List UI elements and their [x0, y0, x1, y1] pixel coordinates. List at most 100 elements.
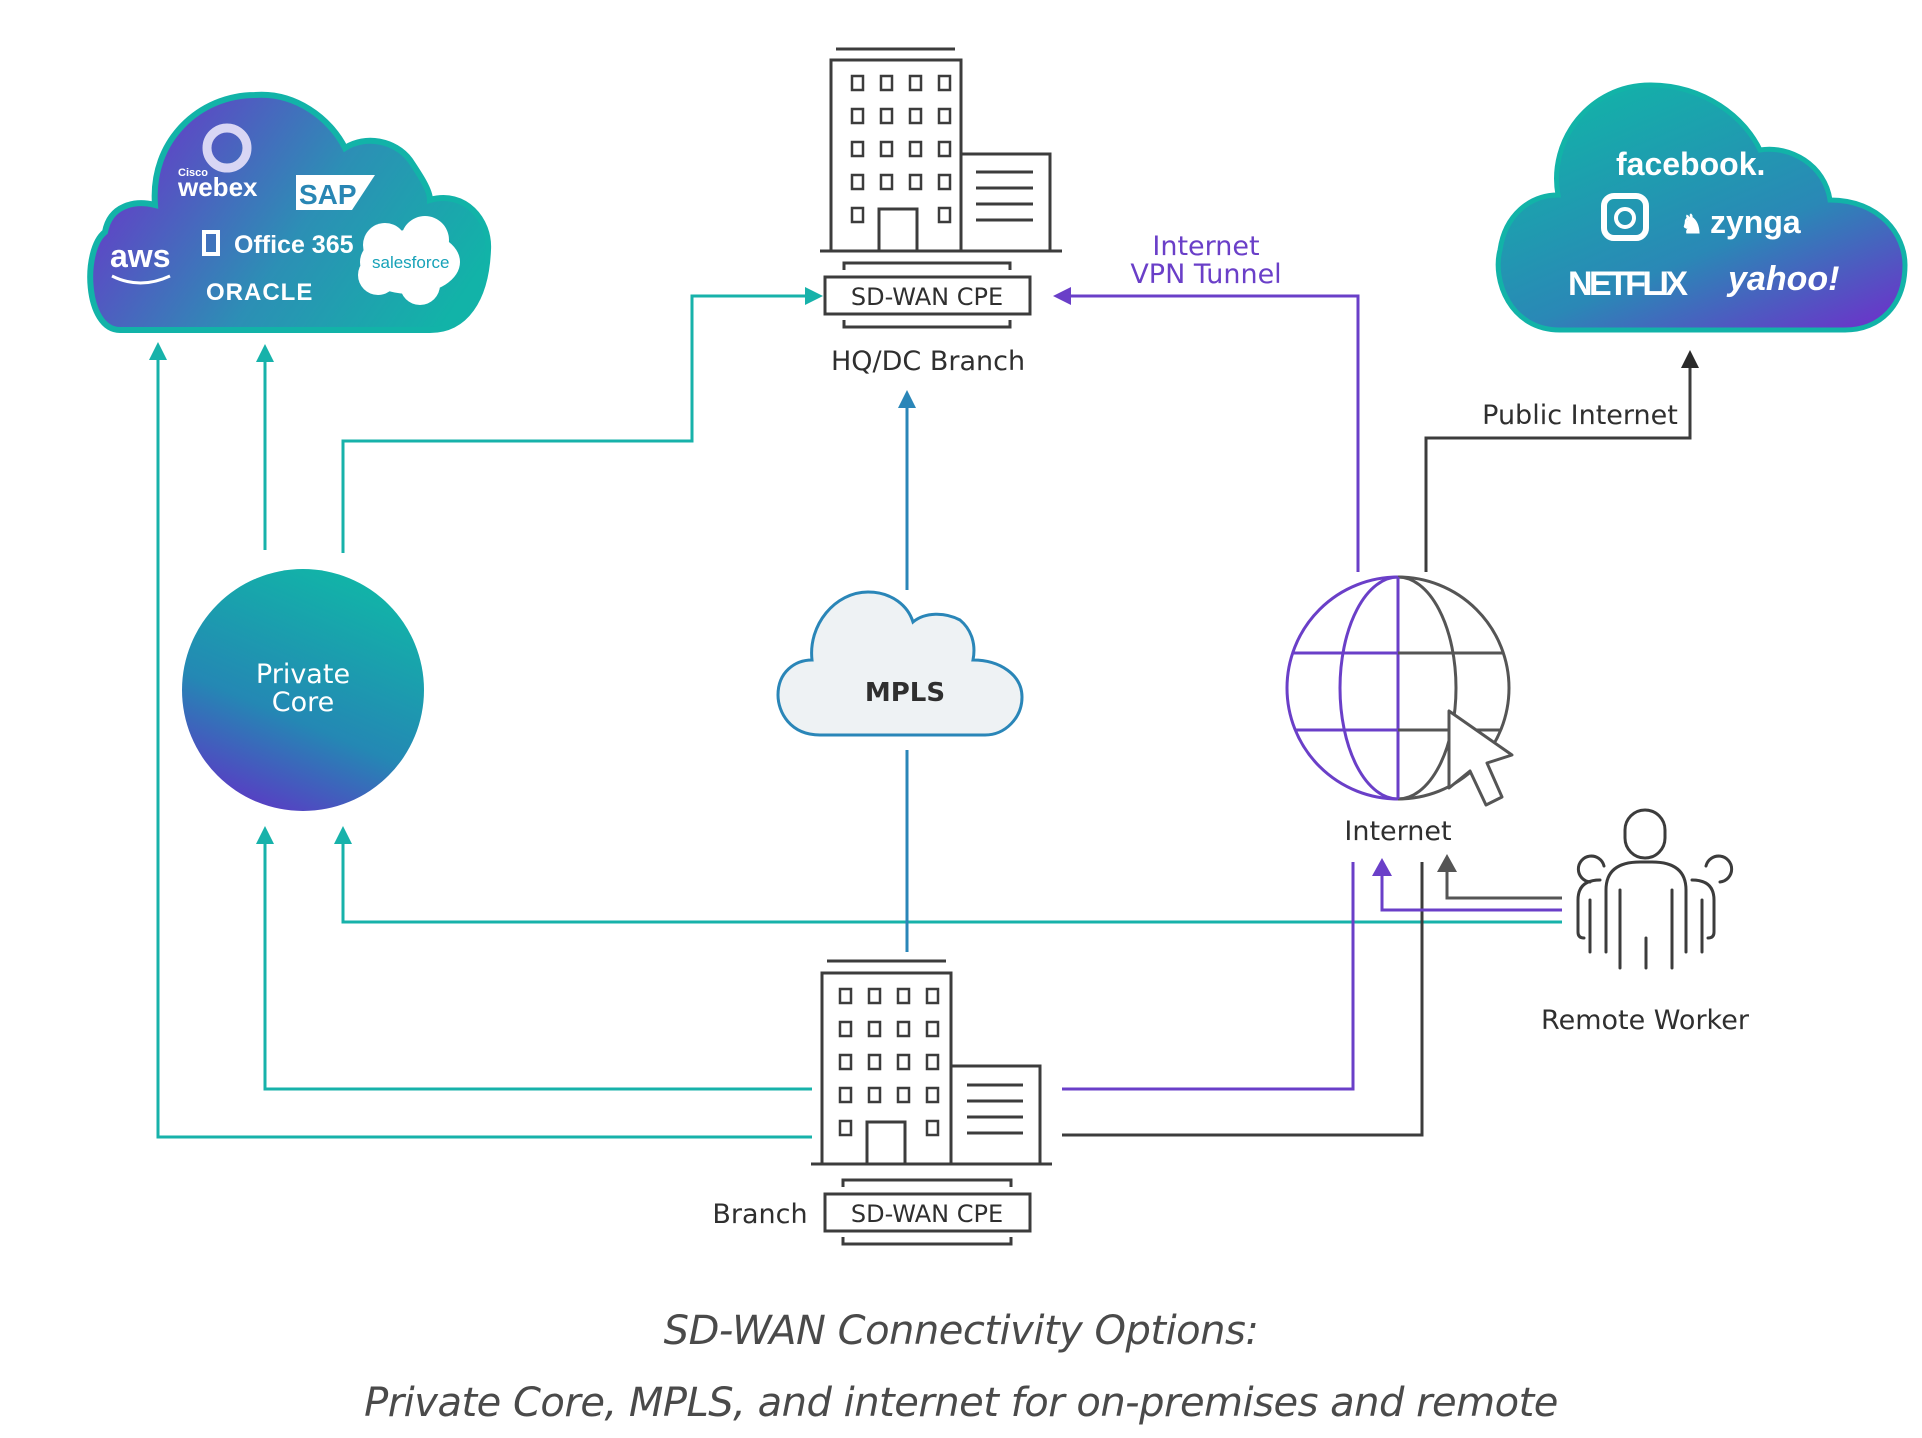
webex-small-label: Cisco — [178, 167, 208, 179]
window-icon — [879, 74, 894, 92]
hq-cpe-box — [823, 275, 1032, 316]
window-icon — [838, 1053, 853, 1071]
salesforce-label: salesforce — [372, 253, 449, 272]
arrow-up-core-left — [256, 826, 274, 844]
office365-icon — [202, 230, 220, 256]
branch-cpe: SD-WAN CPE — [823, 1178, 1032, 1246]
link-private-core-hq — [341, 294, 805, 553]
arrow-right-hq-teal — [805, 287, 823, 305]
window-icon — [850, 206, 865, 224]
window-icon — [896, 1053, 911, 1071]
saas-cloud: Cisco webex SAP aws Office 365 ORACLE sa… — [87, 91, 492, 333]
link-remote-private-core — [341, 844, 1562, 924]
link-branch-internet-public — [1062, 862, 1424, 1137]
link-internet-hq-vpn — [1070, 294, 1360, 572]
window-icon — [925, 1086, 940, 1104]
window-icon — [908, 173, 923, 191]
private-core-label-1: Private — [256, 659, 350, 690]
window-icon — [850, 107, 865, 125]
zynga-dog-icon: ♞ — [1680, 209, 1703, 239]
webex-logo: webex — [177, 172, 258, 202]
branch-cpe-label: SD-WAN CPE — [851, 1200, 1003, 1228]
window-icon — [879, 173, 894, 191]
window-icon — [867, 987, 882, 1005]
instagram-icon — [1601, 193, 1649, 241]
window-icon — [850, 173, 865, 191]
remote-worker-label: Remote Worker — [1541, 1005, 1750, 1036]
window-icon — [867, 1086, 882, 1104]
arrow-up-saas-left — [149, 342, 167, 360]
window-icon — [937, 74, 952, 92]
window-icon — [937, 107, 952, 125]
link-internet-public — [1424, 362, 1692, 572]
window-icon — [937, 173, 952, 191]
sap-logo: SAP — [299, 179, 357, 210]
cursor-icon — [1447, 709, 1514, 807]
office365-logo: Office 365 — [234, 231, 354, 259]
window-icon — [850, 74, 865, 92]
hq-cpe: SD-WAN CPE — [823, 261, 1032, 329]
window-icon — [879, 107, 894, 125]
mpls-cloud — [776, 590, 1024, 737]
aws-smile-icon — [111, 274, 171, 285]
hq-windows — [850, 74, 952, 224]
webex-logo-icon — [202, 123, 252, 173]
link-branch-private-core — [263, 844, 812, 1091]
caption-line-2: Private Core, MPLS, and internet for on-… — [364, 1380, 1558, 1426]
window-icon — [937, 206, 952, 224]
hq-branch-label: HQ/DC Branch — [831, 346, 1025, 377]
private-core-node — [182, 569, 424, 811]
branch-cpe-box — [823, 1192, 1032, 1233]
internet-apps-cloud: facebook. ♞ zynga NETFLIX yahoo! — [1495, 82, 1908, 333]
arrowheads — [149, 287, 1699, 876]
branch-building-icon — [811, 959, 1052, 1166]
salesforce-logo: salesforce — [358, 216, 460, 305]
vpn-tunnel-label-2: VPN Tunnel — [1130, 259, 1281, 290]
window-icon — [908, 74, 923, 92]
window-icon — [838, 1119, 853, 1137]
arrow-up-internet-public — [1437, 854, 1457, 872]
branch-label: Branch — [712, 1199, 807, 1230]
hq-building-icon — [820, 47, 1062, 253]
window-icon — [879, 140, 894, 158]
link-branch-saas-outer — [156, 360, 812, 1139]
window-icon — [838, 1086, 853, 1104]
yahoo-logo: yahoo! — [1726, 260, 1839, 298]
window-icon — [867, 1020, 882, 1038]
internet-cloud-shape — [1495, 82, 1908, 333]
instagram-lens-icon — [1614, 207, 1636, 229]
aws-logo: aws — [110, 238, 170, 274]
zynga-logo: zynga — [1710, 204, 1801, 240]
window-icon — [937, 140, 952, 158]
arrow-up-saas-right — [256, 344, 274, 362]
facebook-logo: facebook. — [1616, 146, 1765, 182]
internet-label: Internet — [1344, 816, 1451, 847]
window-icon — [850, 140, 865, 158]
window-icon — [925, 1053, 940, 1071]
oracle-logo: ORACLE — [206, 279, 313, 306]
public-internet-label: Public Internet — [1482, 400, 1678, 431]
window-icon — [925, 1119, 940, 1137]
link-branch-internet-vpn — [1062, 862, 1355, 1091]
branch-windows — [838, 987, 940, 1137]
link-remote-internet-public — [1445, 872, 1562, 900]
hq-cpe-label: SD-WAN CPE — [851, 283, 1003, 311]
netflix-logo: NETFLIX — [1568, 265, 1688, 303]
window-icon — [896, 1020, 911, 1038]
window-icon — [838, 1020, 853, 1038]
mpls-label: MPLS — [865, 678, 945, 708]
private-core-label-2: Core — [272, 687, 335, 718]
arrow-up-internet-vpn — [1372, 858, 1392, 876]
remote-worker-icon — [1576, 808, 1734, 970]
vpn-tunnel-label-1: Internet — [1152, 231, 1259, 262]
arrow-up-core-right — [334, 826, 352, 844]
window-icon — [896, 1086, 911, 1104]
arrow-left-hq-vpn — [1053, 287, 1071, 305]
window-icon — [867, 1053, 882, 1071]
arrow-up-public-cloud — [1681, 350, 1699, 368]
link-remote-internet-vpn — [1380, 876, 1562, 912]
window-icon — [925, 987, 940, 1005]
window-icon — [896, 987, 911, 1005]
window-icon — [908, 140, 923, 158]
